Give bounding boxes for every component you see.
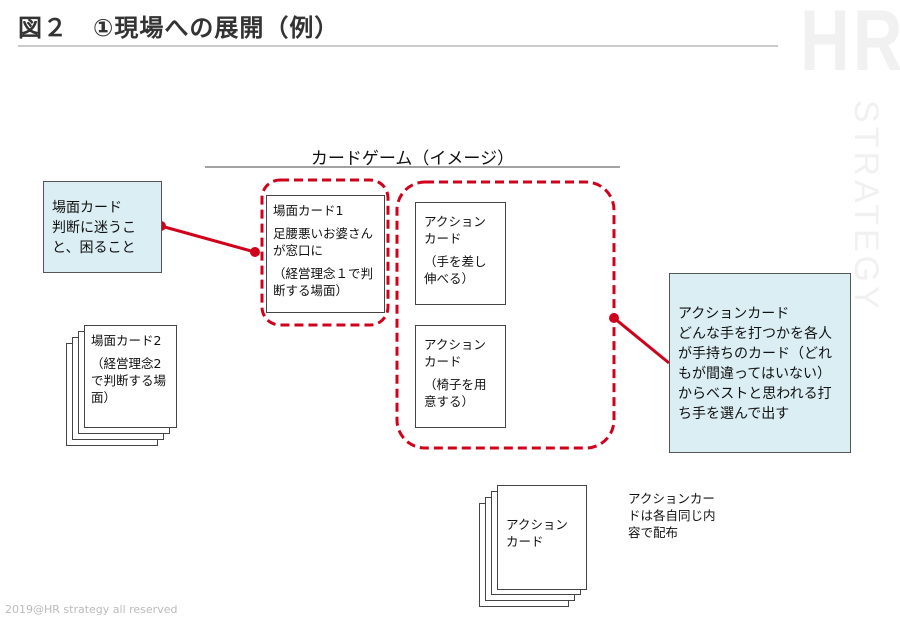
action-card-1[interactable]: アクションカード （手を差し伸べる） [415,202,506,305]
watermark-strategy: STRATEGY [847,100,885,313]
connector-scene [160,224,256,254]
label-title: アクションカード [678,306,790,322]
scene-group-dashed-frame [260,178,390,327]
card-note: （椅子を用意する） [424,377,487,409]
action-card-stack[interactable]: アクションカード [497,485,587,590]
card-note: （手を差し伸べる） [424,254,487,286]
connector-dot [250,247,260,257]
card-body: 足腰悪いお婆さんが窓口に [273,226,374,258]
page-title: 図２ ①現場への展開（例） [18,14,340,42]
card-note: （経営理念１で判断する場面） [273,266,374,298]
scene-card-1[interactable]: 場面カード1 足腰悪いお婆さんが窓口に （経営理念１で判断する場面） [266,195,385,313]
scene-card-2[interactable]: 場面カード2 （経営理念2で判断する場面） [84,325,177,428]
footer-copyright: 2019@HR strategy all reserved [5,603,178,616]
card-title: 場面カード1 [273,203,344,218]
action-card-2[interactable]: アクションカード （椅子を用意する） [415,325,506,428]
card-title: 場面カード2 [91,333,162,348]
connector-action [613,316,670,365]
action-card-label: アクションカード どんな手を打つかを各人が手持ちのカード（どれもが間違ってはいな… [669,273,851,453]
scene-card-label: 場面カード 判断に迷うこと、困ること [43,181,162,273]
connector-dot [609,313,619,323]
card-title: アクションカード [506,517,568,549]
distribution-note: アクションカードは各自同じ内容で配布 [628,491,716,540]
label-body: 判断に迷うこと、困ること [52,220,136,256]
watermark-hr: HR [800,0,900,89]
game-title: カードゲーム（イメージ） [310,149,515,169]
card-title: アクションカード [424,214,486,246]
label-body: どんな手を打つかを各人が手持ちのカード（どれもが間違ってはいない）からベストと思… [678,326,832,422]
card-note: （経営理念2で判断する場面） [91,356,167,405]
label-title: 場面カード [52,200,122,216]
card-title: アクションカード [424,337,486,369]
